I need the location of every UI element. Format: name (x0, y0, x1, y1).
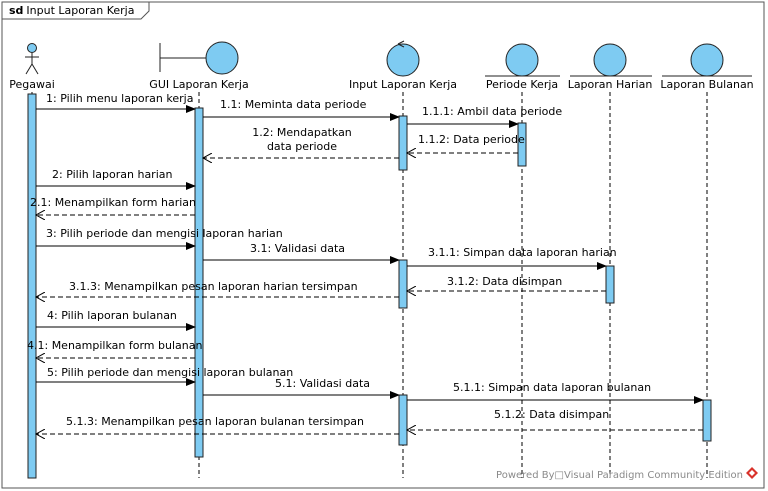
message: 1.1.2: Data periode (407, 133, 525, 153)
message-label: 2.1: Menampilkan form harian (30, 196, 196, 209)
entity-icon-periode (485, 43, 560, 77)
footer: Powered By□Visual Paradigm Community Edi… (496, 467, 758, 481)
message: 3: Pilih periode dan mengisi laporan har… (36, 227, 283, 250)
lifeline-heads (25, 40, 752, 77)
message-label: 4.1: Menampilkan form bulanan (27, 339, 202, 352)
message: 3.1.3: Menampilkan pesan laporan harian … (36, 280, 399, 297)
message-label: 4: Pilih laporan bulanan (47, 309, 177, 322)
footer-text: Powered By□Visual Paradigm Community Edi… (496, 470, 743, 481)
lifeline-label-pegawai: Pegawai (9, 78, 55, 91)
lifeline-label-input: Input Laporan Kerja (349, 78, 457, 91)
activation-harian (605, 265, 615, 304)
message: 4: Pilih laporan bulanan (36, 309, 196, 331)
activation-input-1 (398, 115, 408, 171)
message: 4.1: Menampilkan form bulanan (27, 339, 202, 358)
message-label: 3.1: Validasi data (250, 242, 345, 255)
message-label: 3: Pilih periode dan mengisi laporan har… (46, 227, 283, 240)
message-label: 3.1.3: Menampilkan pesan laporan harian … (69, 280, 358, 293)
actor-icon (25, 43, 39, 75)
message: 3.1.1: Simpan data laporan harian (407, 246, 617, 270)
visual-paradigm-logo-icon (746, 467, 758, 479)
message-label: 1.1.2: Data periode (418, 133, 525, 146)
message-label: 1.1.1: Ambil data periode (422, 105, 562, 118)
lifeline-label-bulanan: Laporan Bulanan (660, 78, 753, 91)
lifeline-label-gui: GUI Laporan Kerja (149, 78, 248, 91)
message-label: 5.1.1: Simpan data laporan bulanan (453, 381, 651, 394)
message-label: 1.2: Mendapatkan (252, 126, 352, 139)
activation-input-5 (398, 394, 408, 446)
message: 5.1.2: Data disimpan (407, 408, 703, 430)
message: 1: Pilih menu laporan kerja (36, 92, 196, 113)
activation-bars (27, 93, 712, 479)
entity-icon-bulanan (662, 43, 752, 77)
message: 3.1.2: Data disimpan (407, 275, 606, 291)
message-label: 3.1.1: Simpan data laporan harian (428, 246, 617, 259)
message-label: 5.1.2: Data disimpan (494, 408, 609, 421)
messages: 1: Pilih menu laporan kerja 1.1: Meminta… (27, 92, 704, 434)
entity-icon-harian (570, 43, 652, 77)
message: 1.1: Meminta data periode (203, 98, 400, 121)
activation-bulanan (702, 399, 712, 442)
message: 1.2: Mendapatkan data periode (203, 126, 399, 158)
lifeline-label-periode: Periode Kerja (486, 78, 558, 91)
control-icon (386, 40, 420, 77)
message: 5: Pilih periode dan mengisi laporan bul… (36, 366, 293, 386)
message-label: 1: Pilih menu laporan kerja (46, 92, 193, 105)
message: 1.1.1: Ambil data periode (407, 105, 562, 128)
message: 3.1: Validasi data (203, 242, 400, 264)
message-label: 5.1.3: Menampilkan pesan laporan bulanan… (66, 415, 364, 428)
message-label: 5.1: Validasi data (275, 377, 370, 390)
frame-name: Input Laporan Kerja (26, 4, 134, 17)
message: 5.1.1: Simpan data laporan bulanan (407, 381, 704, 404)
activation-periode (517, 122, 527, 167)
activation-gui (194, 107, 204, 458)
lifeline-labels: Pegawai GUI Laporan Kerja Input Laporan … (9, 78, 753, 91)
message-label: 3.1.2: Data disimpan (447, 275, 562, 288)
message: 5.1: Validasi data (203, 377, 400, 399)
message-label: data periode (267, 140, 337, 153)
message-label: 2: Pilih laporan harian (52, 168, 173, 181)
message: 2.1: Menampilkan form harian (30, 196, 196, 215)
message: 2: Pilih laporan harian (36, 168, 196, 190)
message-label: 1.1: Meminta data periode (220, 98, 367, 111)
message: 5.1.3: Menampilkan pesan laporan bulanan… (36, 415, 399, 434)
boundary-icon (159, 41, 239, 75)
frame-keyword: sd (9, 4, 23, 17)
activation-pegawai (27, 93, 37, 479)
lifeline-label-harian: Laporan Harian (568, 78, 653, 91)
activation-input-3 (398, 259, 408, 309)
message-label: 5: Pilih periode dan mengisi laporan bul… (47, 366, 293, 379)
